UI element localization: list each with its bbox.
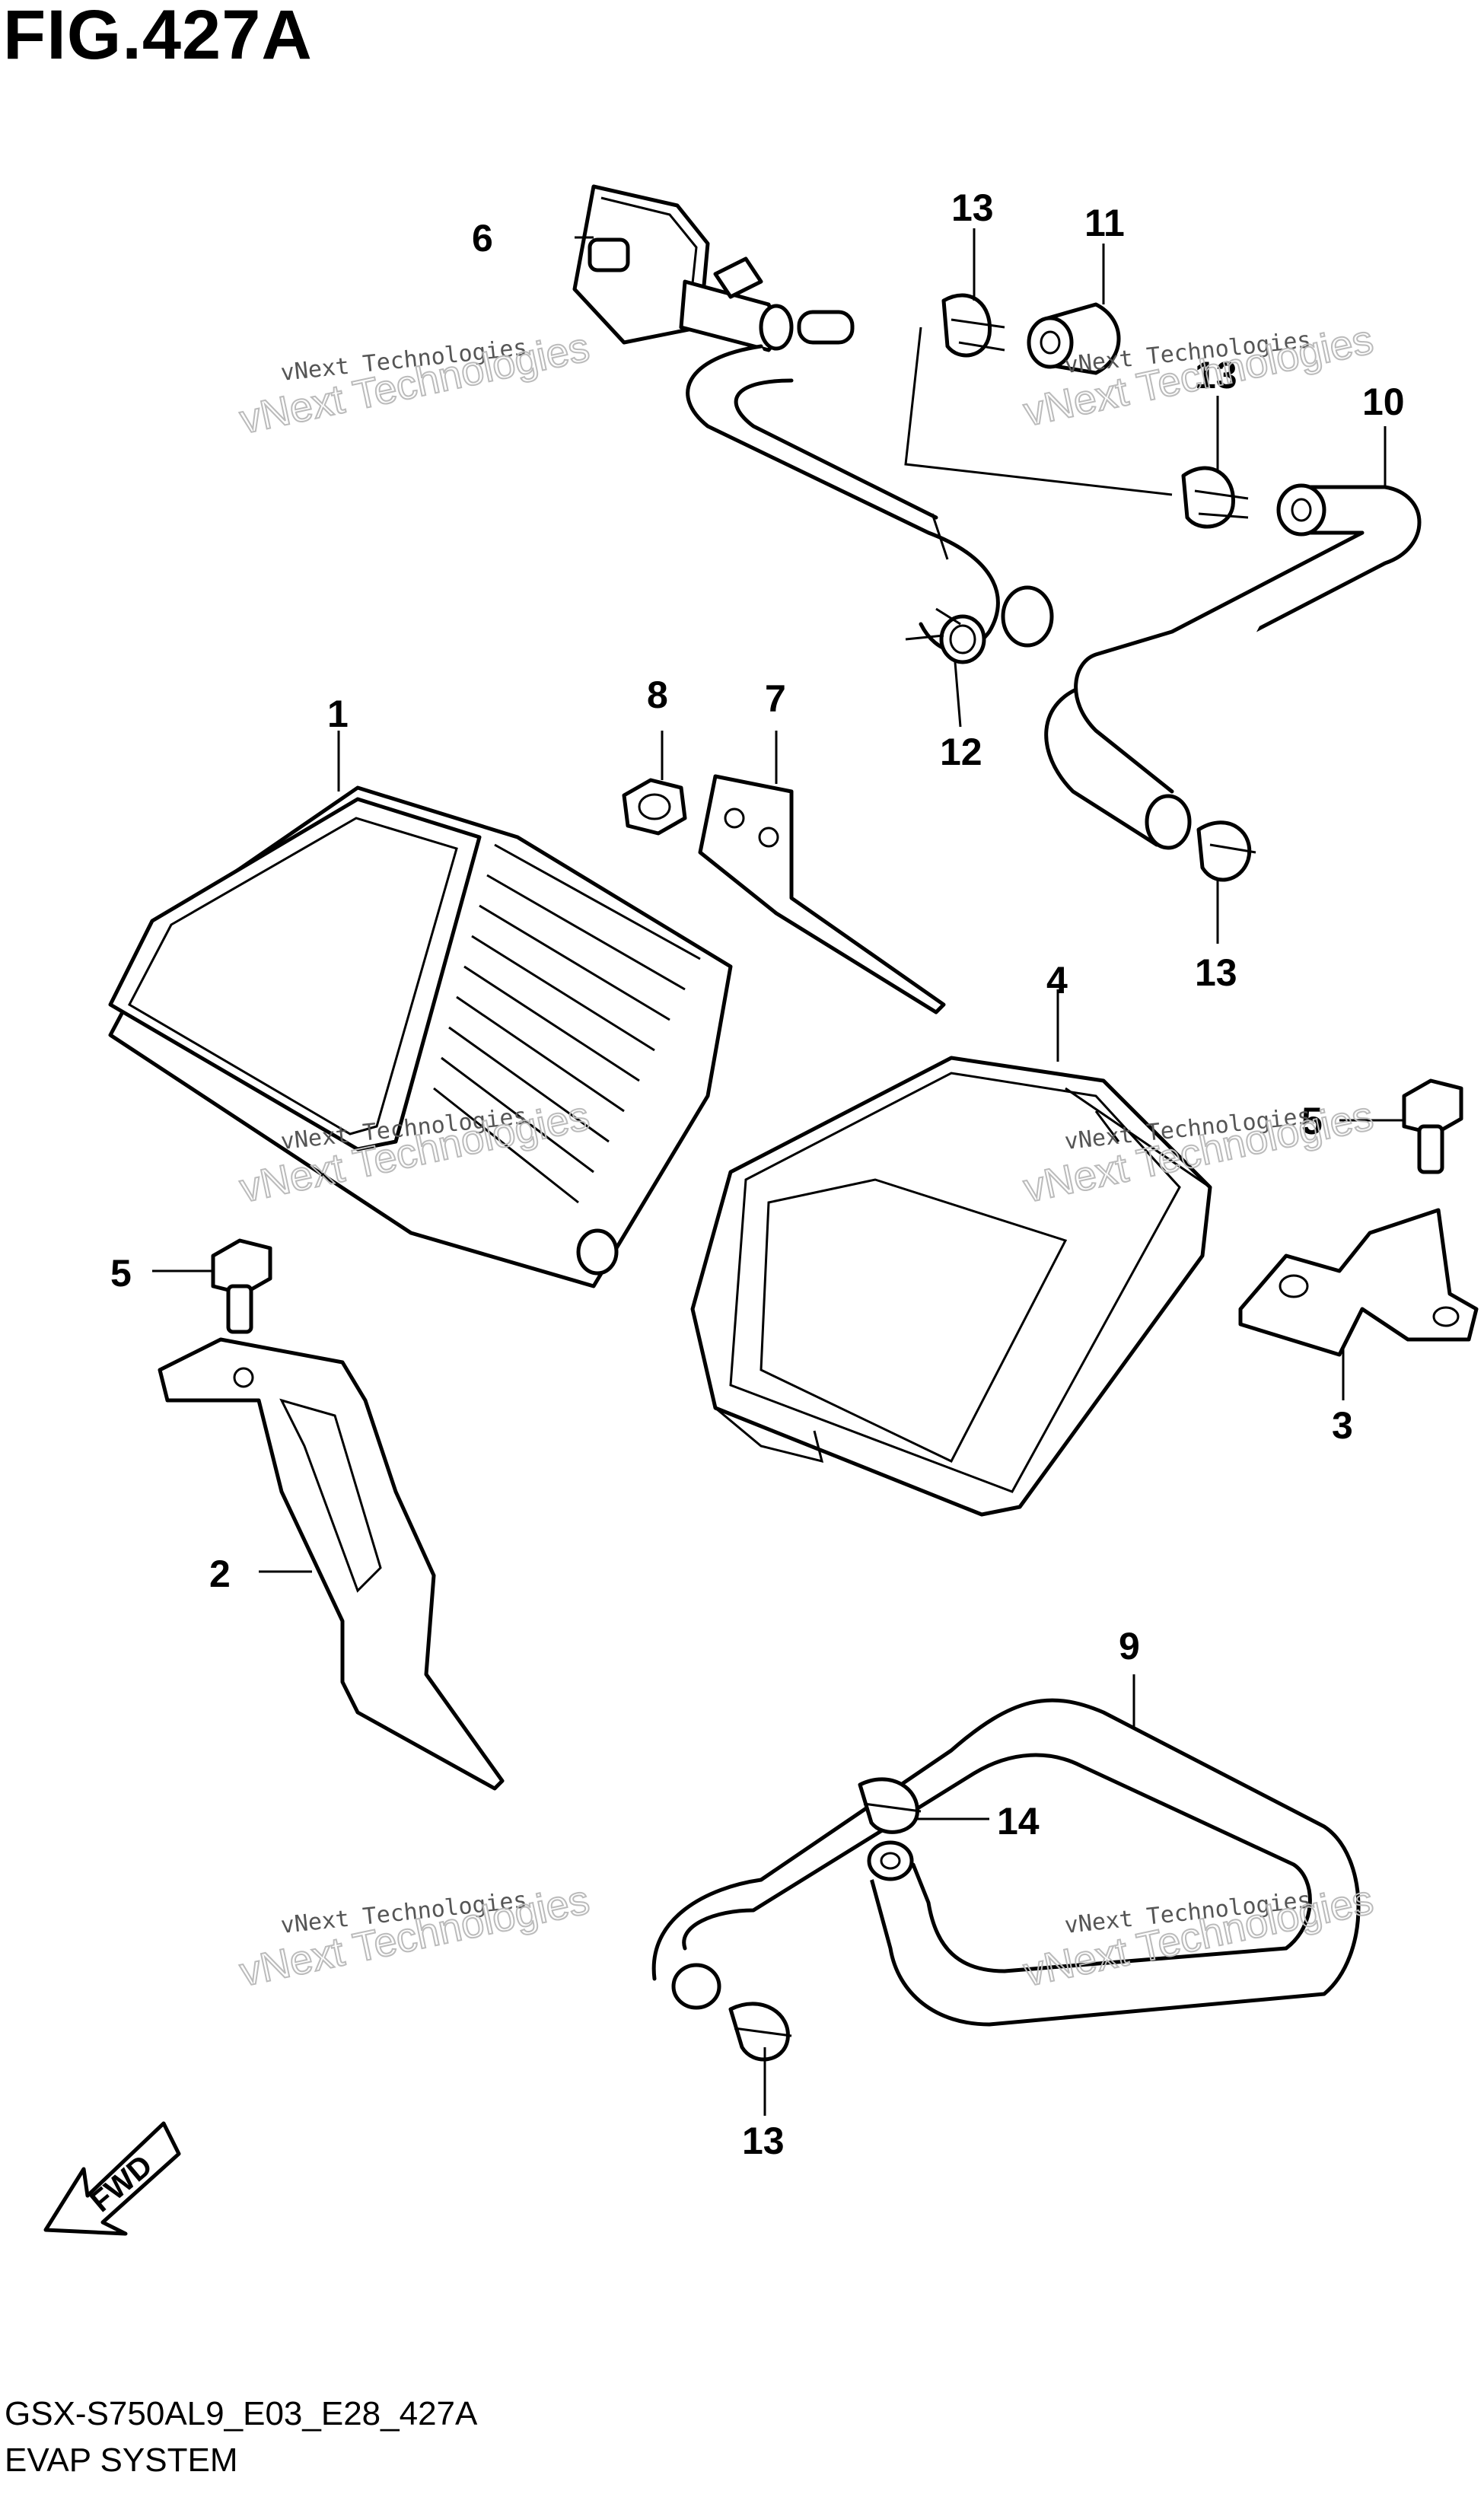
part-13-clamp-right[interactable] bbox=[1196, 820, 1256, 882]
leader-lines bbox=[152, 228, 1404, 2116]
part-5-bolt-left[interactable] bbox=[211, 1238, 272, 1334]
callout-12: 12 bbox=[940, 731, 982, 773]
part-12-clip[interactable] bbox=[905, 607, 986, 664]
callout-5-left: 5 bbox=[110, 1252, 132, 1295]
system-name: EVAP SYSTEM bbox=[5, 2441, 238, 2479]
callout-10: 10 bbox=[1362, 381, 1405, 423]
part-3-bracket[interactable] bbox=[1238, 1208, 1479, 1357]
part-1-canister[interactable] bbox=[108, 785, 733, 1288]
model-code: GSX-S750AL9_E03_E28_427A bbox=[5, 2395, 478, 2432]
callout-2: 2 bbox=[209, 1553, 231, 1595]
part-9-hose[interactable] bbox=[651, 1698, 1361, 2027]
callout-11: 11 bbox=[1084, 202, 1125, 244]
part-2-bracket[interactable] bbox=[158, 1337, 505, 1791]
callout-1: 1 bbox=[327, 693, 349, 735]
part-13-clamp-mid[interactable] bbox=[1181, 466, 1249, 529]
callout-3: 3 bbox=[1332, 1404, 1353, 1447]
hose-upper-left[interactable] bbox=[686, 344, 1054, 653]
part-14-clamp[interactable] bbox=[858, 1777, 922, 1834]
callout-4: 4 bbox=[1046, 959, 1068, 1002]
part-8-nut[interactable] bbox=[622, 778, 687, 836]
callouts: 6 13 11 13 10 12 13 1 8 7 4 5 3 5 2 9 14… bbox=[110, 186, 1405, 2162]
callout-13-right: 13 bbox=[1195, 951, 1237, 994]
part-13-clamp-upper[interactable] bbox=[941, 293, 1005, 358]
part-5-bolt-right[interactable] bbox=[1402, 1078, 1463, 1174]
part-11-short-hose[interactable] bbox=[1027, 302, 1121, 375]
callout-9: 9 bbox=[1119, 1625, 1140, 1667]
callout-8: 8 bbox=[647, 674, 668, 716]
callout-13-bottom: 13 bbox=[742, 2120, 785, 2162]
callout-14: 14 bbox=[997, 1800, 1040, 1843]
figure-title: FIG.427A bbox=[3, 0, 313, 74]
callout-7: 7 bbox=[765, 677, 786, 720]
callout-13-upper: 13 bbox=[951, 186, 994, 229]
callout-6: 6 bbox=[472, 217, 493, 260]
part-6-purge-valve[interactable] bbox=[572, 184, 855, 352]
part-4-cover[interactable] bbox=[690, 1056, 1212, 1517]
callout-13-mid: 13 bbox=[1195, 354, 1237, 397]
part-7-bracket[interactable] bbox=[698, 774, 946, 1014]
callout-5-right: 5 bbox=[1301, 1100, 1323, 1142]
fwd-arrow-icon: FWD bbox=[43, 2121, 181, 2236]
part-10-long-hose[interactable] bbox=[1044, 483, 1422, 850]
part-13-clamp-bottom[interactable] bbox=[728, 2002, 792, 2062]
